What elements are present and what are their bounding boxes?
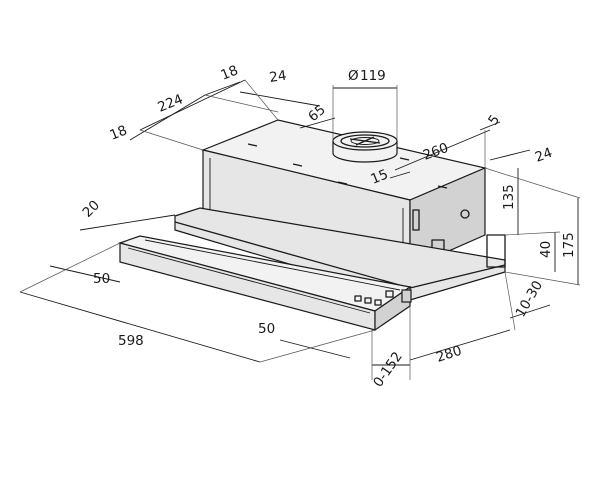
dim-line-5 [479,121,501,131]
label-280: 280 [434,343,463,366]
ext-line [504,231,561,236]
ext-line [504,271,581,286]
ext-line [244,79,279,121]
label-119: 119 [360,68,386,84]
label-5: 5 [485,112,503,128]
right-bracket [486,234,506,268]
label-0-152: 0-152 [370,349,406,390]
damper-bar [355,136,375,146]
top-slot [437,185,448,189]
switch-knob [364,297,372,304]
label-50-left: 50 [93,271,110,287]
dim-line-10-30 [509,304,551,319]
switch-knob [385,290,394,298]
end-cap [401,289,412,303]
label-18-top: 18 [219,62,241,83]
switch-knob [374,299,382,306]
ext-line [484,167,581,199]
mount-hole [460,209,470,219]
side-clip [412,209,420,231]
damper-flap [350,137,380,145]
label-18-left: 18 [108,122,130,143]
label-65: 65 [305,102,328,125]
dim-line-18-top [204,81,241,96]
dim-line-50-bottom [279,339,351,359]
top-slot [337,181,348,185]
exhaust-collar [332,131,398,163]
panel-groove [127,247,371,314]
switch-knob [354,295,362,302]
chassis-edge [409,264,506,289]
panel-groove [144,239,401,291]
dim-line-50-left [49,265,121,283]
label-40: 40 [538,241,554,258]
collar-inner [340,134,390,148]
dim-line-20 [79,214,176,231]
label-135: 135 [501,184,517,210]
ext-line [139,129,204,151]
top-slot [247,143,258,147]
label-20: 20 [80,197,103,220]
ext-line [204,94,279,113]
label-24-top: 24 [268,68,287,86]
label-10-30: 10-30 [513,278,546,320]
ext-line [504,271,516,331]
label-15: 15 [369,166,391,187]
label-598: 598 [118,333,144,349]
label-50-bottom: 50 [258,321,275,337]
ext-line [19,242,121,293]
dim-line-24-top [239,91,321,107]
chassis-edge [174,221,411,289]
dim-line-18-left [129,94,206,141]
dim-line-224 [139,79,246,131]
top-slot [399,157,410,161]
dim-line-280 [409,329,511,361]
top-slot [292,163,303,167]
ext-line [259,329,376,363]
dim-line-15 [389,171,411,179]
label-24-right: 24 [533,145,555,166]
dim-line-24-right [489,149,531,161]
dim-line-598 [19,291,261,363]
label-224: 224 [156,91,186,115]
dim-line-65 [299,117,336,129]
label-175: 175 [561,232,577,258]
dim-line-260 [394,129,491,171]
telescopic-panel [117,235,412,332]
label-diameter-symbol: Ø [348,68,359,84]
dimension-lines [19,79,581,380]
